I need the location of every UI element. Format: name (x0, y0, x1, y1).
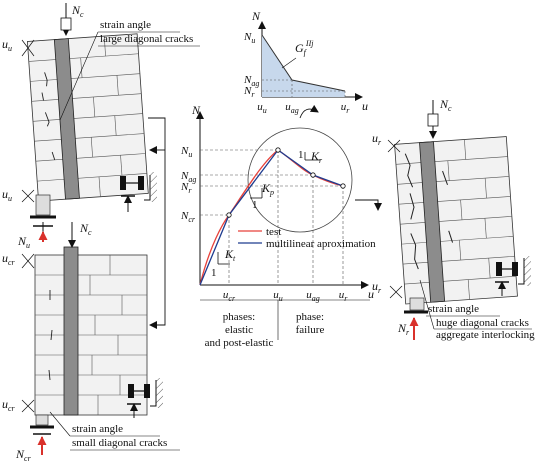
slope-kt: Kt (224, 247, 236, 263)
inset-y-tick-2: Nr (243, 85, 255, 99)
reaction-label: Nu (17, 234, 30, 250)
load-label: Nc (71, 3, 84, 19)
slope-kp: Kp (261, 181, 274, 197)
note-2: large diagonal cracks (100, 33, 193, 45)
note-1: strain angle (428, 303, 479, 315)
curve-point-3 (340, 183, 346, 189)
test-curve (199, 149, 344, 286)
main-x-tick-0: ucr (223, 289, 236, 303)
phase-left-2: elastic (225, 324, 253, 336)
wall-top-left (21, 3, 157, 242)
curve-point-1 (275, 147, 281, 153)
curve-point-2 (310, 172, 316, 178)
support-top-left (120, 172, 157, 212)
u-top-label: ur (372, 131, 382, 147)
u-bot-label: ucr (2, 397, 16, 413)
multilinear-curve (199, 149, 344, 286)
note-3: aggregate interlocking (436, 329, 535, 341)
inset-y-tick-1: Nag (243, 74, 259, 88)
inset-y-label: N (251, 9, 261, 23)
note-1: strain angle (100, 19, 151, 31)
slope-one-r: 1 (298, 149, 304, 161)
connectors (148, 104, 382, 329)
u-top-label: ucr (2, 251, 16, 267)
inset-energy-label: GfIIj (295, 39, 314, 57)
phase-left-3: and post-elastic (205, 337, 274, 349)
note-1: strain angle (72, 423, 123, 435)
legend-approx: multilinear aproximation (266, 238, 376, 250)
main-y-label: N (191, 103, 201, 117)
u-bot-label: uu (2, 187, 12, 203)
main-x-tick-2: uag (306, 289, 320, 303)
wall-bottom-left (21, 222, 163, 455)
main-y-tick-0: Nu (180, 145, 192, 159)
inset-energy-area (262, 35, 345, 97)
failure-zoom-circle (247, 127, 353, 233)
load-label: Nc (79, 221, 92, 237)
inset-y-tick-0: Nu (243, 31, 255, 45)
inset-x-tick-1: uag (285, 101, 299, 115)
phase-left-1: phases: (223, 311, 255, 323)
legend: test multilinear aproximation (238, 226, 376, 250)
labels-bottom-left: Nc strain angle small diagonal cracks uc… (2, 221, 180, 463)
support-bottom-left (127, 378, 163, 418)
inset-x-label: u (362, 99, 368, 113)
legend-test: test (266, 226, 281, 238)
curve-point-0 (226, 212, 232, 218)
inset-x-tick-2: ur (341, 101, 351, 115)
reaction-label: Ncr (15, 447, 32, 463)
labels-right: Nc strain angle huge diagonal cracks agg… (372, 97, 535, 341)
reaction-label: Nr (397, 321, 410, 337)
note-2: small diagonal cracks (72, 437, 167, 449)
labels-top-left: Nc strain angle large diagonal cracks uu… (2, 3, 200, 250)
load-label: Nc (439, 97, 452, 113)
main-x-tick-3: ur (339, 289, 349, 303)
main-x-tick-1: uu (273, 289, 283, 303)
support-right (495, 256, 531, 296)
slope-kr: Kr (310, 149, 323, 165)
wall-right (387, 100, 531, 340)
main-x-label: u (368, 287, 374, 301)
main-y-tick-1: Nag (180, 170, 196, 184)
note-2: huge diagonal cracks (436, 317, 529, 329)
inset-x-tick-0: uu (257, 101, 267, 115)
slope-one-t: 1 (211, 267, 217, 279)
main-y-tick-3: Ncr (180, 210, 196, 224)
phase-right-2: failure (296, 324, 325, 336)
main-y-tick-2: Nr (180, 181, 192, 195)
u-bot-label: ur (372, 279, 382, 295)
phase-right-1: phase: (296, 311, 324, 323)
slope-one-p: 1 (252, 199, 258, 211)
u-top-label: uu (2, 37, 12, 53)
